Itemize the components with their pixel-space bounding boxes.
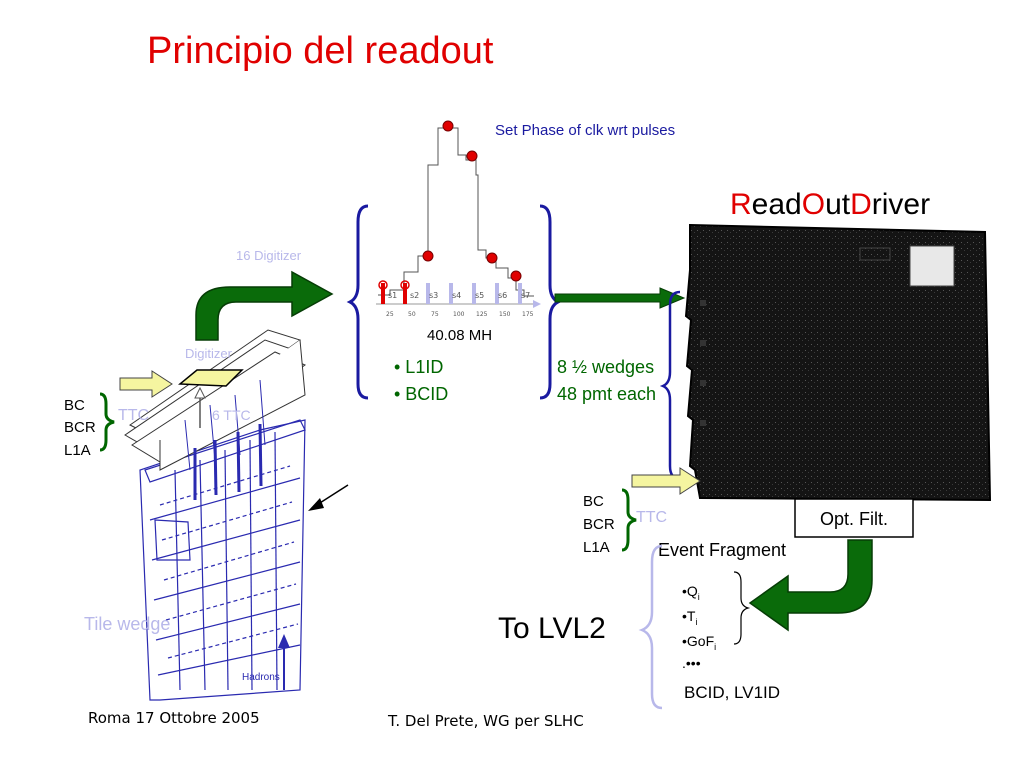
pulse-label: Set Phase of clk wrt pulses [495,122,675,139]
rod-connector-1 [700,300,706,306]
right-ttc-label: TTC [636,509,667,526]
right-signal-bc: BC [583,493,604,510]
tile-wedge-top-edge [144,419,306,483]
tick-label-175: 175 [522,311,534,318]
left-ttc-label: TTC [118,407,149,424]
tile-column-5 [274,431,278,691]
footer-date: Roma 17 Ottobre 2005 [88,709,260,727]
rod-text-ut: ut [825,188,851,221]
rod-text-ead: ead [751,188,802,221]
pulse-point-7 [400,280,410,290]
fragment-item-gof: •GoFi [682,633,716,652]
sample-label-5: s5 [475,291,484,300]
sample-label-7: s7 [521,291,530,300]
rod-text-river: river [871,188,931,221]
left-signals-brace [99,392,115,452]
bcid-label: • BCID [394,384,448,404]
sample-label-4: s4 [452,291,461,300]
fragment-item-ids: BCID, LV1ID [684,683,780,702]
tile-column-2 [199,459,206,691]
to-lvl2-label: To LVL2 [498,612,606,645]
pulse-point-2 [466,150,478,162]
sample-label-1: s1 [388,291,397,300]
fragment-item-t: •Ti [682,608,697,627]
tile-column-3 [224,449,229,691]
right-signal-bcr: BCR [583,516,615,533]
tick-label-100: 100 [453,311,465,318]
fragment-right-brace [733,571,751,645]
rod-connector-3 [700,380,706,386]
sample-label-6: s6 [498,291,507,300]
rod-connector-2 [700,340,706,346]
tile-cell [154,519,191,561]
digitizer-curved-arrow [195,270,334,341]
opt-filt-box [794,498,914,538]
pmt-tubes [193,423,263,500]
rod-input-brace [659,290,681,481]
clock-label: 40.08 MH [427,327,492,344]
footer-author: T. Del Prete, WG per SLHC [387,712,584,730]
left-signal-bc: BC [64,397,85,414]
fragment-outer-brace [638,544,663,710]
pulse-plot: s1 s2 s3 s4 s5 s6 s7 25 50 75 100 125 15… [376,120,541,318]
digitizer-label: Digitizer [185,346,233,361]
rod-chip-small [859,247,891,261]
pulse-shape [378,127,534,297]
tile-wedge-drawing [139,419,306,701]
wedge-pointer-head [308,498,324,511]
rod-chip [909,245,955,287]
tick-label-50: 50 [408,311,416,318]
sample-label-3: s3 [429,291,438,300]
rod-ttc-arrow [631,467,701,495]
left-ttc-arrow [119,370,173,398]
event-fragment-label: Event Fragment [658,540,786,560]
rod-connector-4 [700,420,706,426]
sample-label-2: s2 [410,291,419,300]
pulse-to-rod-arrow [554,287,686,309]
tile-column-1 [174,469,181,691]
pulse-point-5 [510,270,522,282]
fragment-item-q: •Qi [682,583,700,602]
rod-letter-r: R [730,188,752,221]
pulse-point-4 [486,252,498,264]
time-axis-arrowhead [533,300,541,308]
pulse-point-3 [422,250,434,262]
slide-title: Principio del readout [147,30,494,72]
right-signal-l1a: L1A [583,539,610,556]
left-signal-bcr: BCR [64,419,96,436]
readout-driver-title: ReadOutDriver [730,188,930,222]
pmt-label: 48 pmt each [557,384,656,404]
left-brace-blue [346,204,369,400]
rod-letter-o: O [801,188,826,221]
ttc-extra-label: 6 TTC [212,407,251,423]
rod-letter-d: D [850,188,872,221]
opt-filt-label: Opt. Filt. [820,509,888,529]
l1id-label: • L1ID [394,357,443,377]
digitizer-up-arrow-head [194,386,206,399]
digitizer-chip [178,369,244,387]
tick-label-25: 25 [386,311,394,318]
tick-label-125: 125 [476,311,488,318]
wedges-label: 8 ½ wedges [557,357,654,377]
left-signal-l1a: L1A [64,442,91,459]
tile-dashed-rows [159,465,299,659]
opt-filt-curved-arrow [748,539,873,632]
hadrons-arrow-head [278,634,290,648]
digitizer-16-label: 16 Digitizer [236,248,302,263]
readout-driver-board [684,223,992,502]
pulse-point-6 [378,280,388,290]
pulse-point-peak [442,120,454,132]
tile-column-4 [249,439,253,691]
tile-wedge-label: Tile wedge [84,614,170,634]
tick-label-150: 150 [499,311,511,318]
fragment-item-dots: .••• [682,655,701,671]
right-signals-brace [621,488,637,552]
hadrons-label: Hadrons [242,672,280,683]
tile-wedge-outline [139,419,306,701]
tick-label-75: 75 [431,311,439,318]
